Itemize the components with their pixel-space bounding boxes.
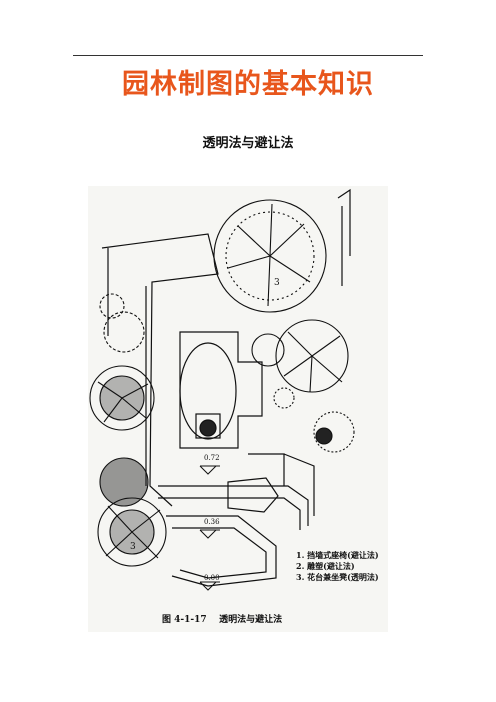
planter: [227, 477, 279, 513]
garden-plan-figure: 0.72 0.36 0.00 3 3 1. 挡墙式座椅(避让法) 2. 雕塑(避…: [88, 186, 388, 632]
tree-west-small: [99, 293, 145, 353]
marker-3-south: 3: [130, 542, 136, 552]
central-lawn: [179, 331, 263, 449]
legend-item-2: 2. 雕塑(避让法): [296, 561, 355, 571]
garden-plan-drawing: [89, 188, 355, 591]
page-title: 园林制图的基本知识: [122, 69, 374, 100]
level-label-1: 0.72: [204, 454, 220, 462]
page-subtitle: 透明法与避让法: [202, 136, 294, 151]
east-wall: [337, 188, 351, 256]
tree-east: [251, 319, 349, 393]
terrace-0-36: [166, 515, 277, 587]
tree-south-west: [97, 457, 167, 567]
tree-west: [89, 365, 155, 431]
shrub-center: [273, 387, 295, 409]
north-west-wall: [101, 233, 219, 507]
legend-item-1: 1. 挡墙式座椅(避让法): [296, 550, 379, 560]
header-rule: [73, 55, 423, 56]
level-label-2: 0.36: [204, 518, 220, 526]
shrub-east: [313, 411, 355, 453]
large-tree-north: [213, 199, 327, 313]
legend-item-3: 3. 花台兼坐凳(透明法): [296, 572, 379, 582]
terrace-0-72: [158, 485, 309, 526]
marker-3-north: 3: [274, 278, 280, 288]
figure-caption: 图 4-1-17 透明法与避让法: [162, 615, 283, 625]
figure-legend: 1. 挡墙式座椅(避让法) 2. 雕塑(避让法) 3. 花台兼坐凳(透明法): [296, 550, 379, 583]
level-label-3: 0.00: [204, 574, 220, 582]
